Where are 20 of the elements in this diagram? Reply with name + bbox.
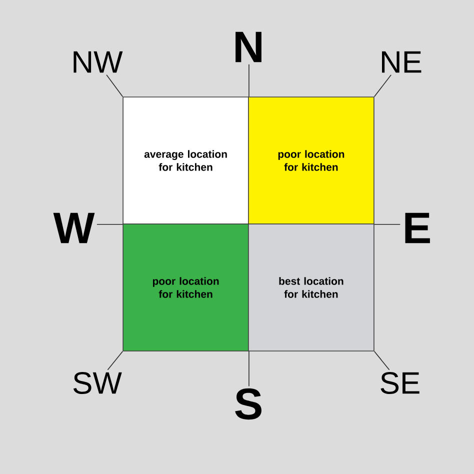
cardinal-direction-label: S <box>235 388 262 420</box>
quadrant-box: poor location for kitchen <box>122 224 249 352</box>
leader-line <box>374 224 401 225</box>
leader-line <box>374 351 390 370</box>
cardinal-direction-label: W <box>53 212 95 244</box>
intercardinal-direction-label: SW <box>73 372 122 394</box>
leader-line <box>248 64 250 97</box>
leader-line <box>106 74 124 97</box>
leader-line <box>248 351 250 387</box>
intercardinal-direction-label: NE <box>382 51 422 73</box>
cardinal-direction-label: N <box>236 32 262 62</box>
cardinal-direction-label: E <box>405 212 430 244</box>
leader-line <box>96 224 124 225</box>
leader-line <box>374 74 392 97</box>
intercardinal-direction-label: SE <box>380 372 420 394</box>
quadrant-box: best location for kitchen <box>248 224 374 352</box>
quadrant-box: poor location for kitchen <box>248 96 374 224</box>
leader-line <box>107 351 124 370</box>
intercardinal-direction-label: NW <box>74 51 123 73</box>
quadrant-box: average location for kitchen <box>122 96 249 224</box>
